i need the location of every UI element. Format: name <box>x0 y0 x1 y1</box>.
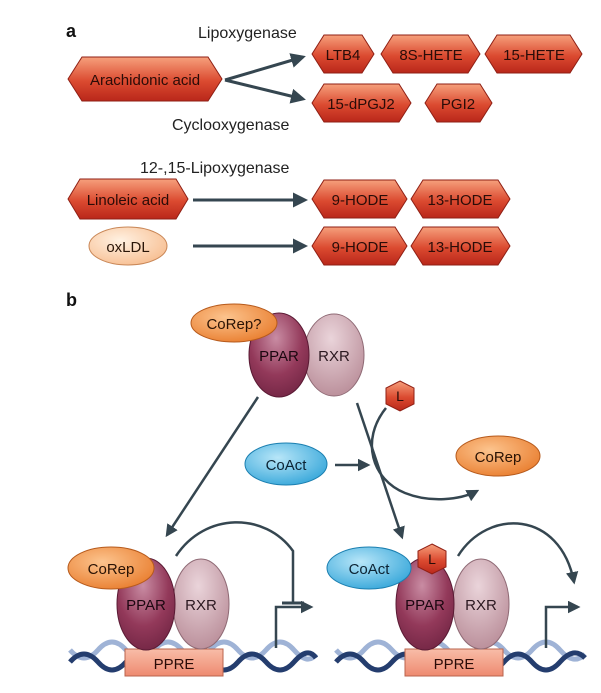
panel-a-label: a <box>66 21 77 41</box>
9-hode-node-2: 9-HODE <box>311 226 408 266</box>
arrow-to-repressed <box>165 396 260 538</box>
panel-b-label: b <box>66 290 77 310</box>
pgi2-text: PGI2 <box>441 96 475 113</box>
ppar-left-text: PPAR <box>126 597 166 614</box>
ligand-top-text: L <box>396 388 404 404</box>
13-hode-text-1: 13-HODE <box>427 192 492 209</box>
corep-left-text: CoRep <box>88 561 135 578</box>
rxr-right-text: RXR <box>465 597 497 614</box>
ppar-top-text: PPAR <box>259 348 299 365</box>
corep-question-node <box>190 303 278 343</box>
tss-left-arrow <box>274 600 314 648</box>
15-dpgj2-node: 15-dPGJ2 <box>311 83 412 123</box>
corep-question-text: CoRep? <box>206 316 261 333</box>
ligand-bound-node <box>417 543 447 575</box>
oxldl-text: oxLDL <box>106 239 149 256</box>
pgi2-node: PGI2 <box>424 83 493 123</box>
13-hode-text-2: 13-HODE <box>427 239 492 256</box>
lox-12-15-label: 12-,15-Lipoxygenase <box>140 160 290 177</box>
arachidonic-acid-node: Arachidonic acid <box>67 56 223 102</box>
ppar-right-text: PPAR <box>405 597 445 614</box>
9-hode-node-1: 9-HODE <box>311 179 408 219</box>
left-complex: RXR PPAR CoRep <box>67 546 230 651</box>
ltb4-node: LTB4 <box>311 34 375 74</box>
corep-left-node <box>67 546 155 590</box>
right-complex: RXR PPAR CoAct L <box>326 543 510 651</box>
arrow-corep-release <box>370 407 480 502</box>
15-hete-text: 15-HETE <box>503 47 565 64</box>
arrow-to-cox-products <box>224 78 306 104</box>
arrow-to-lox-products <box>224 53 306 82</box>
ppre-right-text: PPRE <box>434 656 475 673</box>
arachidonic-acid-text: Arachidonic acid <box>90 72 200 89</box>
15-hete-node: 15-HETE <box>484 34 583 74</box>
coact-middle-node: CoAct <box>244 442 328 486</box>
tss-right-arrow <box>544 600 581 648</box>
coact-middle-text: CoAct <box>266 457 308 474</box>
linoleic-acid-node: Linoleic acid <box>67 178 189 220</box>
repression-curve <box>174 521 295 603</box>
activation-curve <box>456 522 579 585</box>
cyclooxygenase-label: Cyclooxygenase <box>172 117 290 134</box>
8s-hete-text: 8S-HETE <box>399 47 462 64</box>
rxr-left-text: RXR <box>185 597 217 614</box>
linoleic-acid-text: Linoleic acid <box>87 192 170 209</box>
corep-right-text: CoRep <box>475 449 522 466</box>
oxldl-node: oxLDL <box>88 226 168 266</box>
lipoxygenase-label: Lipoxygenase <box>198 25 297 42</box>
ppre-left-text: PPRE <box>154 656 195 673</box>
ltb4-text: LTB4 <box>326 47 361 64</box>
ligand-top-node: L <box>385 380 415 412</box>
coact-right-text: CoAct <box>349 561 391 578</box>
15-dpgj2-text: 15-dPGJ2 <box>327 96 395 113</box>
ligand-bound-text: L <box>428 551 436 567</box>
13-hode-node-2: 13-HODE <box>410 226 511 266</box>
ppre-left: PPRE <box>124 648 224 677</box>
ppre-right: PPRE <box>404 648 504 677</box>
13-hode-node-1: 13-HODE <box>410 179 511 219</box>
rxr-top-text: RXR <box>318 348 350 365</box>
corep-right-node: CoRep <box>455 435 541 477</box>
8s-hete-node: 8S-HETE <box>380 34 481 74</box>
9-hode-text-1: 9-HODE <box>332 192 389 209</box>
coact-right-node <box>326 546 412 590</box>
top-complex: RXR PPAR CoRep? <box>190 303 365 398</box>
9-hode-text-2: 9-HODE <box>332 239 389 256</box>
